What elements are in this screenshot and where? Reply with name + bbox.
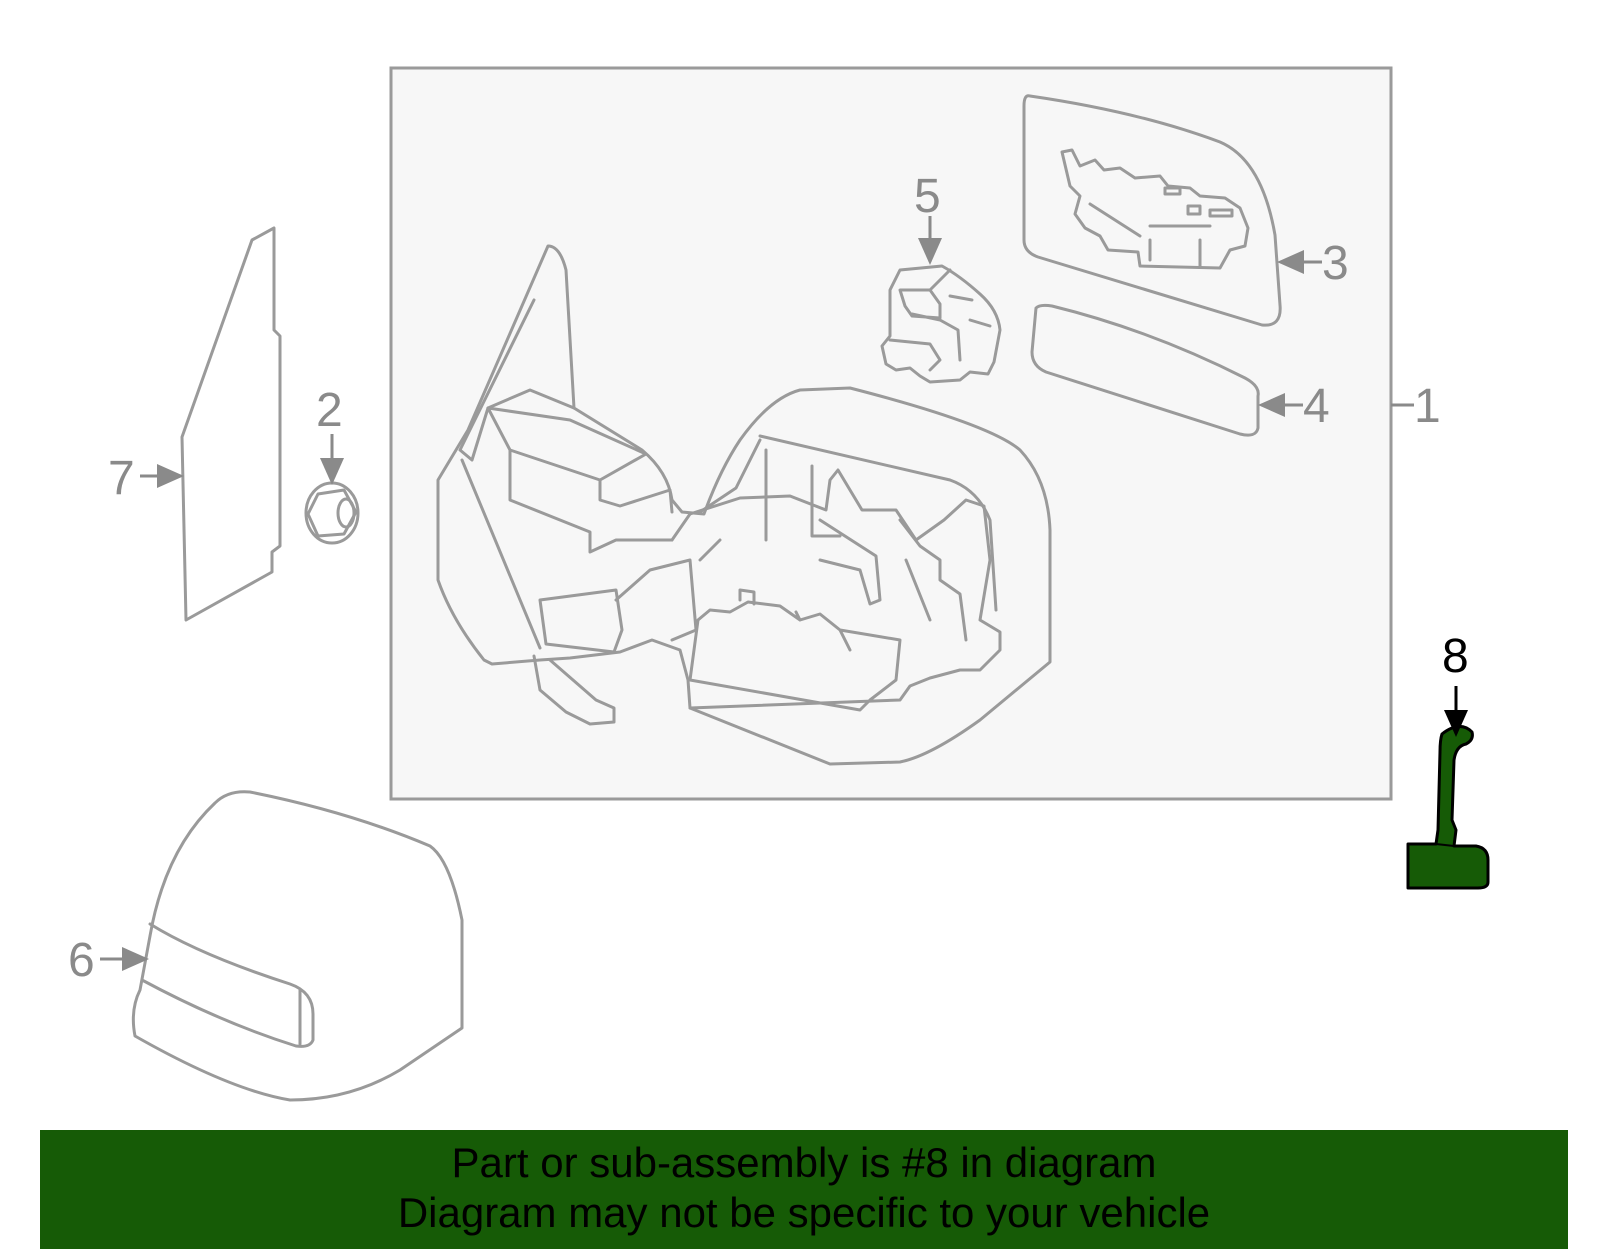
callout-7: 7 <box>108 452 135 505</box>
wire-harness-part-highlighted <box>1406 725 1490 890</box>
callout-4: 4 <box>1303 380 1330 433</box>
mirror-housing-assembly <box>436 244 1052 766</box>
callout-5: 5 <box>914 170 941 223</box>
cover-plate-part <box>180 226 282 622</box>
banner-line-1: Part or sub-assembly is #8 in diagram <box>451 1139 1157 1186</box>
nut-part <box>304 481 360 545</box>
mirror-glass-part <box>1022 94 1282 327</box>
info-banner: Part or sub-assembly is #8 in diagram Di… <box>40 1130 1568 1249</box>
callout-3: 3 <box>1322 237 1349 290</box>
mirror-cap-part <box>131 790 464 1102</box>
callout-2: 2 <box>316 384 343 437</box>
actuator-motor-part <box>880 264 1002 384</box>
assembly-box <box>389 66 1393 801</box>
banner-line-2: Diagram may not be specific to your vehi… <box>397 1189 1211 1236</box>
callout-8: 8 <box>1442 630 1469 683</box>
callout-6: 6 <box>68 934 95 987</box>
heater-pad-part <box>1030 303 1260 437</box>
callout-1: 1 <box>1414 380 1441 433</box>
